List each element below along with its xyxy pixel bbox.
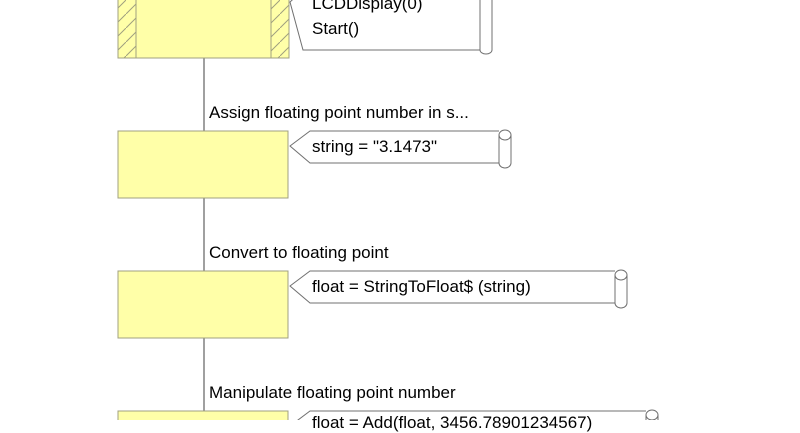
flowchart-canvas: LCDDisplay(0) Start() Assign floating po… <box>117 0 659 433</box>
step-1-callout-line-1: LCDDisplay(0) <box>312 0 423 13</box>
step-2-box[interactable] <box>117 130 289 199</box>
flowchart-graphics <box>117 0 659 433</box>
step-3-label: Convert to floating point <box>209 243 389 262</box>
step-4-box[interactable] <box>117 410 289 433</box>
step-2-callout-text: string = "3.1473" <box>312 137 438 156</box>
step-1-callout-line-2: Start() <box>312 19 360 38</box>
step-4-label: Manipulate floating point number <box>209 383 456 402</box>
step-1-box[interactable] <box>117 0 290 59</box>
step-3-callout <box>289 269 628 309</box>
step-3-box[interactable] <box>117 270 289 339</box>
step-1-callout <box>289 0 493 55</box>
step-2-callout <box>289 129 512 169</box>
step-4-callout-text: float = Add(float, 3456.78901234567) <box>312 413 593 432</box>
step-2-label: Assign floating point number in s... <box>209 103 469 122</box>
step-3-callout-text: float = StringToFloat$ (string) <box>312 277 531 296</box>
